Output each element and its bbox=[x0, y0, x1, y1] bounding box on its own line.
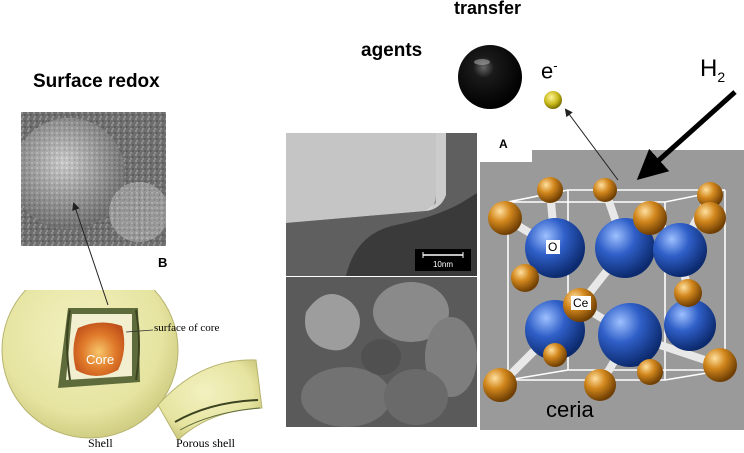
tem-image: 10nm bbox=[286, 133, 477, 276]
core-label: Core bbox=[86, 352, 114, 367]
electron-label: e- bbox=[541, 58, 558, 84]
sem-nanoparticle-image bbox=[286, 277, 477, 427]
sem-image-b bbox=[21, 112, 166, 246]
scale-bar-label: 10nm bbox=[433, 260, 453, 269]
shell-label: Shell bbox=[88, 436, 113, 450]
cerium-label: Ce bbox=[573, 296, 589, 310]
sem-arrow bbox=[72, 202, 109, 306]
porous-shell-label: Porous shell bbox=[176, 436, 236, 450]
electron-particle bbox=[544, 91, 562, 109]
transfer-label: transfer bbox=[454, 0, 522, 18]
oxygen-label: O bbox=[548, 240, 558, 254]
electron-arrow bbox=[564, 108, 619, 181]
hydrogen-arrow bbox=[636, 90, 737, 181]
electron-charge: - bbox=[553, 58, 558, 73]
panel-b-label: B bbox=[158, 255, 168, 270]
electron-symbol: e bbox=[541, 58, 554, 84]
transfer-agent-sphere bbox=[458, 45, 522, 109]
ceria-label: ceria bbox=[546, 397, 594, 422]
hydrogen-subscript: 2 bbox=[717, 68, 726, 85]
ceria-crystal-structure bbox=[480, 150, 744, 430]
core-shell-diagram: Core bbox=[1, 290, 263, 441]
hydrogen-label: H2 bbox=[700, 55, 725, 85]
panel-a-label: A bbox=[499, 137, 508, 151]
surface-of-core-label: surface of core bbox=[154, 322, 220, 334]
hydrogen-symbol: H bbox=[700, 55, 718, 82]
agents-label: agents bbox=[361, 40, 423, 61]
surface-redox-label: Surface redox bbox=[33, 71, 160, 92]
